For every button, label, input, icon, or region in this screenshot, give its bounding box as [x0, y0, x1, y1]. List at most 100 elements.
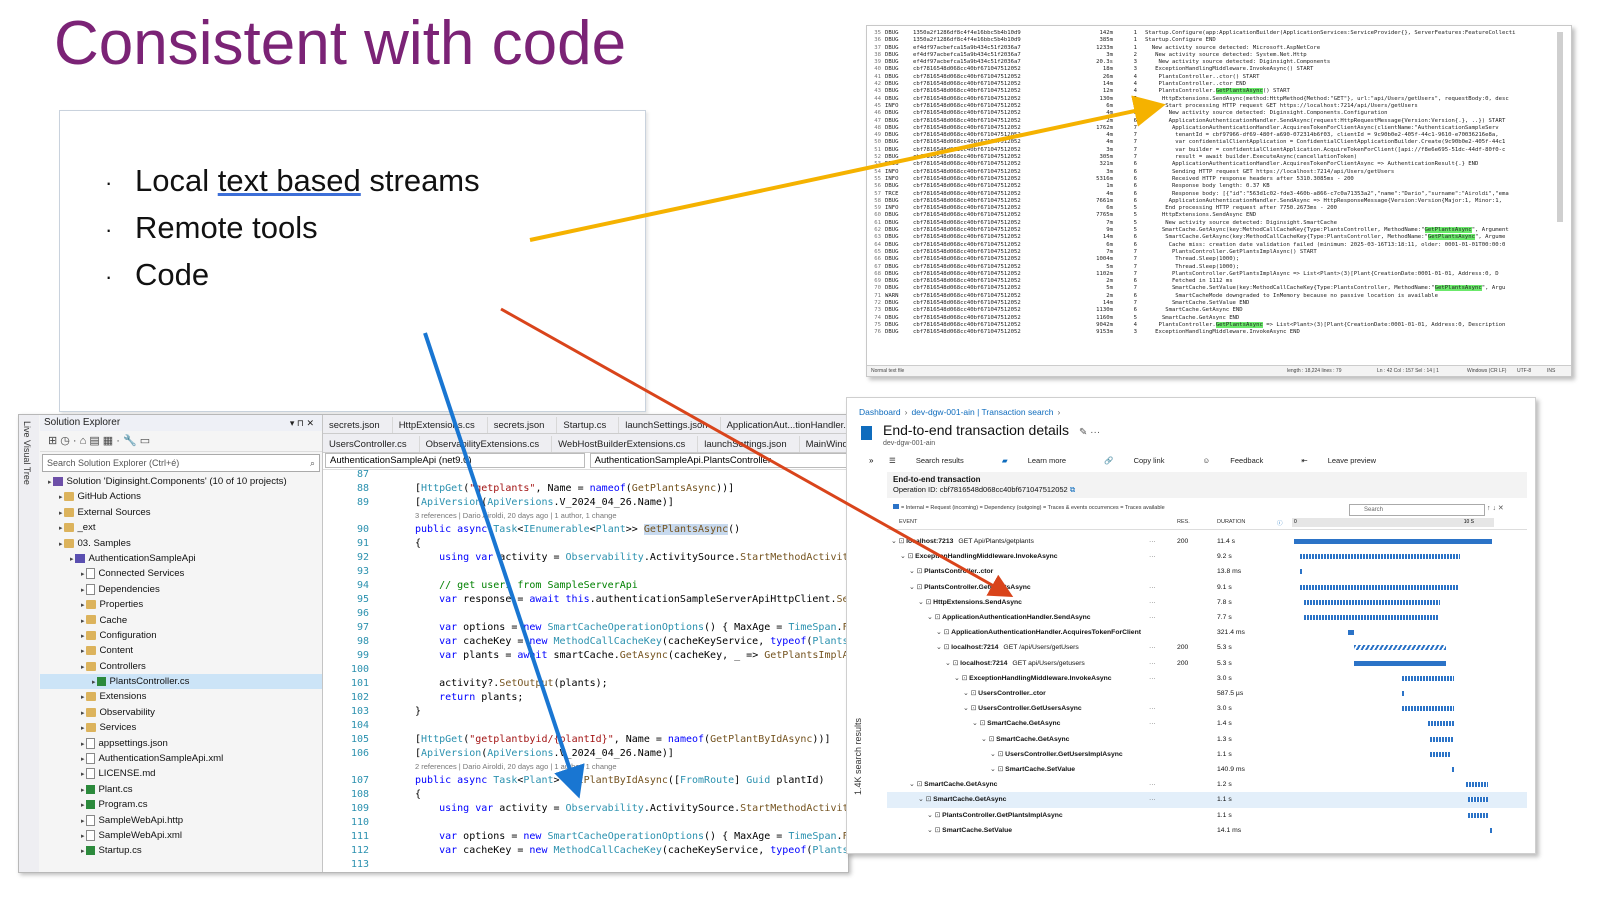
editor-tab[interactable]: secrets.json [323, 417, 393, 433]
tree-item[interactable]: ▸ LICENSE.md [40, 766, 322, 781]
expand-chevron-icon[interactable]: ⌄ ⊡ [963, 705, 979, 713]
expand-chevron-icon[interactable]: ⌄ ⊡ [990, 750, 1006, 758]
breadcrumb-transaction-search[interactable]: dev-dgw-001-ain | Transaction search [911, 407, 1054, 417]
expand-chevron-icon[interactable]: ⌄ ⊡ [936, 629, 952, 637]
tree-item[interactable]: ▸ Plant.cs [40, 782, 322, 797]
expand-arrow-icon[interactable]: ▸ [59, 525, 65, 533]
expand-chevron-icon[interactable]: ⌄ ⊡ [972, 720, 988, 728]
breadcrumb-dashboard[interactable]: Dashboard [859, 407, 901, 417]
transaction-row[interactable]: ⌄ ⊡ UsersController.GetUsersAsync···3.0 … [887, 701, 1527, 716]
tree-item[interactable]: ▸ Solution 'Diginsight.Components' (10 o… [40, 474, 322, 489]
search-results-button[interactable]: ☰ Search results [889, 456, 982, 465]
expand-arrow-icon[interactable]: ▸ [81, 632, 87, 640]
more-icon[interactable]: ··· [1149, 598, 1156, 606]
expand-arrow-icon[interactable]: ▸ [81, 832, 87, 840]
tree-item[interactable]: ▸ PlantsController.cs [40, 674, 322, 690]
more-icon[interactable]: ··· [1149, 705, 1156, 713]
transaction-row[interactable]: ⌄ ⊡ HttpExtensions.SendAsync···7.8 s [887, 595, 1527, 610]
nav-class-dropdown[interactable]: AuthenticationSampleApi.PlantsController [589, 453, 848, 468]
tree-item[interactable]: ▸ Startup.cs [40, 843, 322, 858]
tree-item[interactable]: ▸ Configuration [40, 628, 322, 643]
log-scrollbar[interactable] [1557, 32, 1563, 222]
transaction-row[interactable]: ⌄ ⊡ ExceptionHandlingMiddleware.InvokeAs… [887, 671, 1527, 686]
tree-item[interactable]: ▸ GitHub Actions [40, 489, 322, 504]
tree-item[interactable]: ▸ SampleWebApi.xml [40, 828, 322, 843]
expand-arrow-icon[interactable]: ▸ [81, 771, 87, 779]
expand-arrow-icon[interactable]: ▸ [81, 709, 87, 717]
transaction-row[interactable]: ⌄ ⊡ SmartCache.GetAsync···1.1 s [887, 792, 1527, 808]
expand-arrow-icon[interactable]: ▸ [81, 740, 87, 748]
expand-arrow-icon[interactable]: ▸ [81, 817, 87, 825]
editor-tab[interactable]: ObservabilityExtensions.cs [420, 436, 553, 452]
expand-chevron-icon[interactable]: ⌄ ⊡ [927, 811, 943, 819]
transaction-row[interactable]: ⌄ ⊡ ApplicationAuthenticationHandler.Acq… [887, 625, 1527, 640]
editor-tab[interactable]: launchSettings.json [698, 436, 800, 452]
transaction-row[interactable]: ⌄ ⊡ ExceptionHandlingMiddleware.InvokeAs… [887, 549, 1527, 564]
expand-arrow-icon[interactable]: ▸ [59, 540, 65, 548]
expand-arrow-icon[interactable]: ▸ [81, 571, 87, 579]
expand-arrow-icon[interactable]: ▸ [81, 725, 87, 733]
tree-item[interactable]: ▸ AuthenticationSampleApi.xml [40, 751, 322, 766]
expand-chevron-icon[interactable]: ⌄ ⊡ [963, 690, 979, 697]
expand-arrow-icon[interactable]: ▸ [81, 648, 87, 656]
live-visual-tree-tab[interactable]: Live Visual Tree [19, 415, 39, 872]
expand-chevron-icon[interactable]: ⌄ ⊡ [927, 614, 943, 621]
copy-link-button[interactable]: 🔗 Copy link [1104, 456, 1182, 465]
tree-item[interactable]: ▸ _ext [40, 520, 322, 535]
expand-chevron-icon[interactable]: ⌄ ⊡ [990, 766, 1006, 773]
nav-arrows-icon[interactable]: ↑ ↓ ✕ [1487, 505, 1504, 512]
tree-item[interactable]: ▸ Dependencies [40, 582, 322, 597]
expand-chevron-icon[interactable]: ⌄ ⊡ [918, 598, 934, 606]
tree-item[interactable]: ▸ Controllers [40, 659, 322, 674]
more-icon[interactable]: ··· [1149, 538, 1156, 545]
expand-chevron-icon[interactable]: ⌄ ⊡ [909, 583, 925, 591]
editor-tab[interactable]: Startup.cs [557, 417, 620, 433]
tree-item[interactable]: ▸ Program.cs [40, 797, 322, 812]
editor-tab[interactable]: UsersController.cs [323, 436, 420, 452]
tree-item[interactable]: ▸ Observability [40, 705, 322, 720]
expand-arrow-icon[interactable]: ▸ [81, 694, 87, 702]
tree-item[interactable]: ▸ AuthenticationSampleApi [40, 551, 322, 566]
leave-preview-button[interactable]: ⇤ Leave preview [1301, 456, 1394, 465]
info-icon[interactable]: ⓘ [1277, 521, 1283, 527]
more-icon[interactable]: ··· [1149, 796, 1156, 804]
expand-arrow-icon[interactable]: ▸ [81, 756, 87, 764]
feedback-button[interactable]: ☺ Feedback [1203, 456, 1282, 465]
codelens[interactable]: 3 references | Dario Airoldi, 20 days ag… [415, 511, 617, 520]
expand-chevron-icon[interactable]: ⌄ ⊡ [954, 674, 970, 682]
tree-item[interactable]: ▸ Content [40, 643, 322, 658]
learn-more-button[interactable]: ▰ Learn more [1002, 456, 1084, 465]
more-icon[interactable]: ··· [1149, 720, 1156, 728]
tree-item[interactable]: ▸ Extensions [40, 689, 322, 704]
expand-chevron-icon[interactable]: ⌄ ⊡ [918, 796, 934, 804]
code-area[interactable]: 87 88[HttpGet("getplants", Name = nameof… [323, 468, 848, 870]
expand-chevron-icon[interactable]: ⌄ ⊡ [945, 659, 961, 667]
expand-arrow-icon[interactable]: ▸ [81, 617, 87, 625]
expand-arrow-icon[interactable]: ▸ [59, 509, 65, 517]
tree-item[interactable]: ▸ Cache [40, 613, 322, 628]
more-icon[interactable]: ··· [1149, 614, 1156, 621]
expand-arrow-icon[interactable]: ▸ [70, 555, 76, 563]
expand-arrow-icon[interactable]: ▸ [81, 802, 87, 810]
editor-tab[interactable]: secrets.json [488, 417, 558, 433]
timeline-header[interactable]: 0 10 S [1292, 518, 1494, 527]
tree-item[interactable]: ▸ appsettings.json [40, 736, 322, 751]
expand-chevron-icon[interactable]: ⌄ ⊡ [909, 568, 925, 576]
collapse-icon[interactable]: » [869, 456, 874, 465]
pin-icon[interactable]: ✎ ··· [1079, 427, 1101, 438]
expand-arrow-icon[interactable]: ▸ [59, 494, 65, 502]
tree-item[interactable]: ▸ 03. Samples [40, 536, 322, 551]
more-icon[interactable]: ··· [1149, 553, 1156, 561]
close-icon[interactable]: ▾ ⊓ ✕ [289, 418, 314, 428]
expand-arrow-icon[interactable]: ▸ [81, 586, 87, 594]
transaction-row[interactable]: ⌄ ⊡ SmartCache.GetAsync···1.4 s [887, 716, 1527, 731]
expand-chevron-icon[interactable]: ⌄ ⊡ [927, 826, 943, 834]
expand-arrow-icon[interactable]: ▸ [81, 848, 87, 856]
transaction-row[interactable]: ⌄ ⊡ ApplicationAuthenticationHandler.Sen… [887, 610, 1527, 625]
